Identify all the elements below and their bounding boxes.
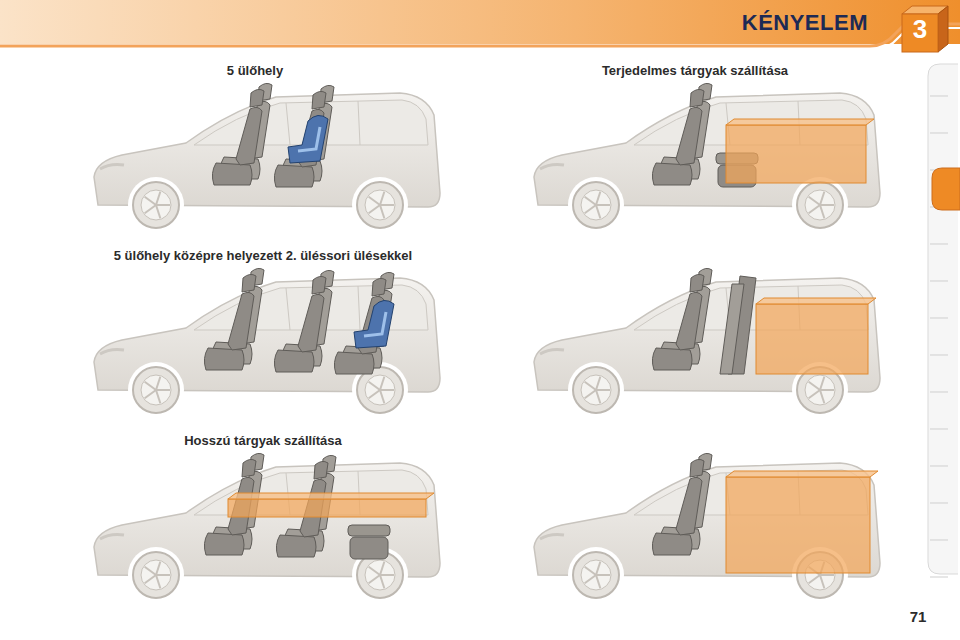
car-illustration — [94, 83, 440, 233]
car-illustration — [534, 268, 880, 418]
cargo-box — [756, 298, 876, 374]
chapter-tabs — [928, 64, 960, 577]
car-seat — [204, 274, 256, 370]
car-wheel — [792, 177, 848, 233]
page-number: 71 — [910, 608, 927, 625]
car-illustration — [534, 83, 880, 233]
car-wheel — [128, 362, 184, 418]
cargo-box — [726, 471, 878, 573]
car-seat — [274, 276, 326, 372]
car-illustration — [94, 268, 440, 418]
car-wheel — [352, 177, 408, 233]
page-title: KÉNYELEM — [742, 10, 868, 36]
cargo-box — [228, 493, 434, 517]
car-wheel — [128, 547, 184, 603]
section-heading: 5 ülőhely — [227, 63, 283, 78]
car-seat — [212, 89, 264, 185]
car-wheel — [568, 177, 624, 233]
chapter-number: 3 — [913, 14, 927, 45]
car-wheel — [568, 547, 624, 603]
car-seat — [274, 91, 326, 187]
car-wheel — [128, 177, 184, 233]
car-seat — [652, 89, 704, 185]
section-heading: Terjedelmes tárgyak szállítása — [602, 63, 788, 78]
folded-seat — [348, 525, 390, 559]
car-illustration — [94, 453, 440, 603]
car-illustration — [534, 453, 880, 603]
folded-seat — [720, 276, 756, 374]
section-heading: 5 ülőhely középre helyezett 2. üléssori … — [114, 248, 412, 263]
cargo-box — [726, 119, 874, 183]
child-seat — [288, 115, 328, 163]
section-heading: Hosszú tárgyak szállítása — [184, 433, 342, 448]
car-seat — [652, 459, 704, 555]
chapter-badge — [902, 6, 948, 52]
header-bar — [0, 0, 960, 44]
child-seat — [354, 300, 394, 348]
car-seat — [652, 274, 704, 370]
car-wheel — [568, 362, 624, 418]
